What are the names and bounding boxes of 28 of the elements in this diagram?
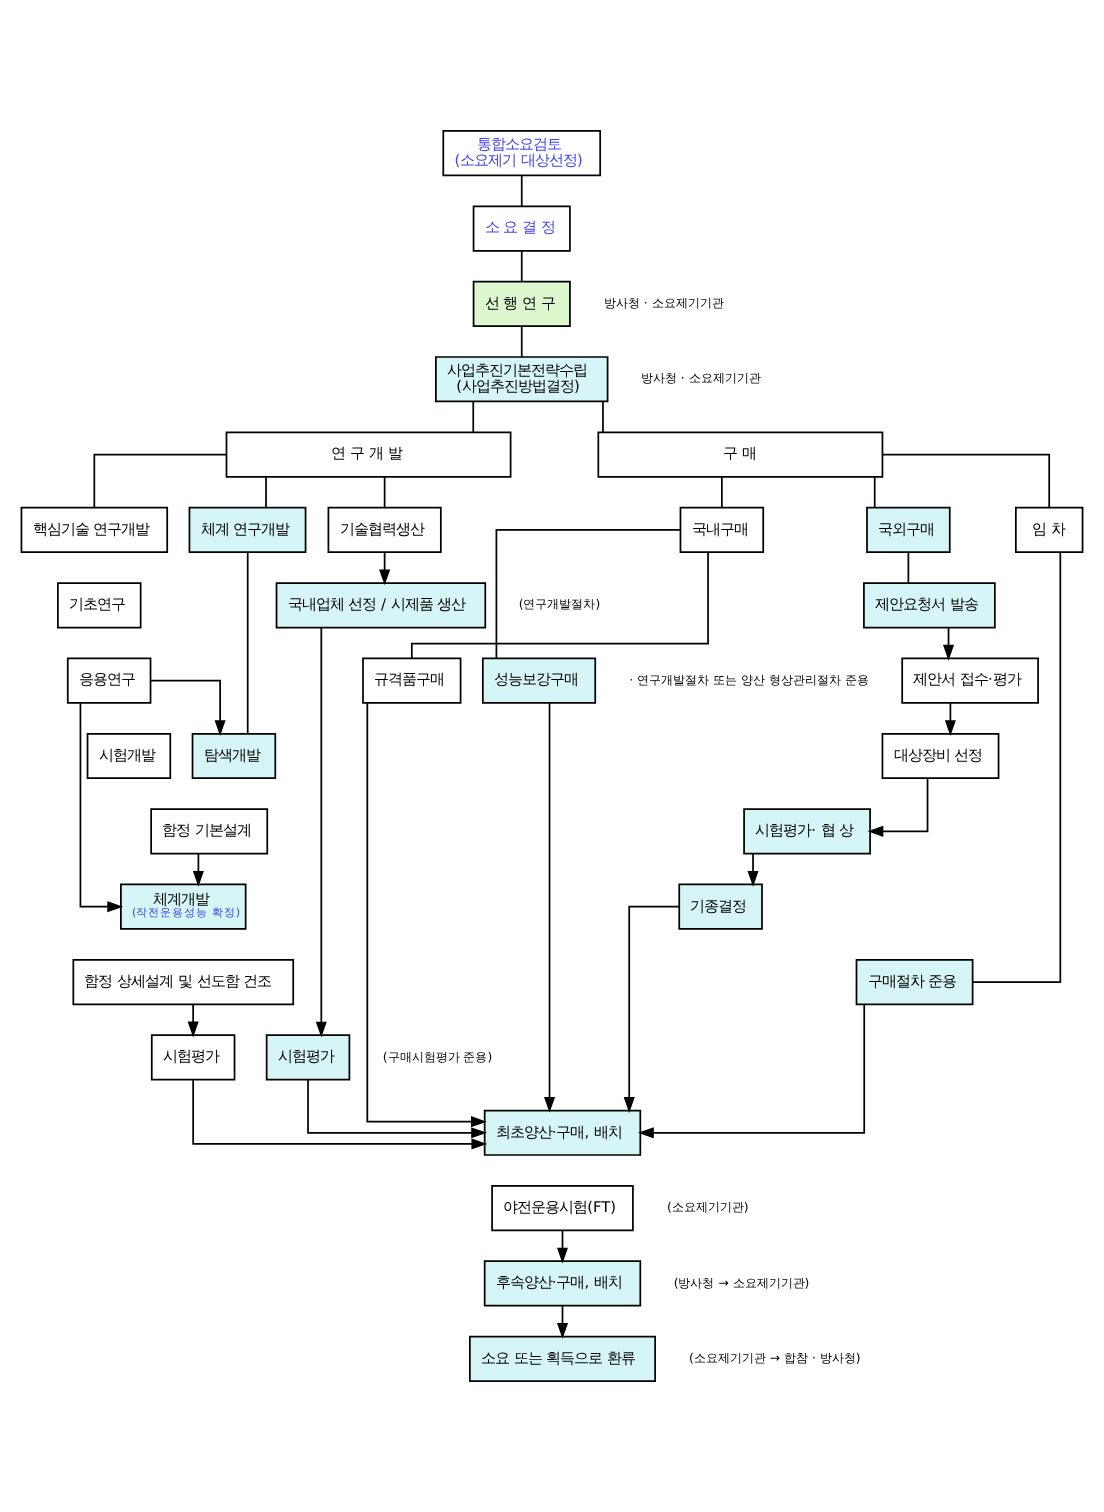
arrow	[867, 777, 929, 837]
connector	[602, 400, 604, 433]
connector	[881, 453, 1051, 509]
connector	[495, 529, 681, 660]
connector	[520, 325, 523, 358]
connector	[907, 551, 910, 584]
connector	[265, 476, 267, 509]
arrow	[192, 1078, 488, 1150]
arrow	[149, 679, 226, 736]
connector	[472, 400, 475, 433]
connector	[410, 551, 709, 660]
arrow	[79, 702, 124, 913]
arrow	[187, 1003, 199, 1038]
connector	[873, 476, 876, 509]
arrow	[747, 853, 759, 887]
arrow	[307, 1079, 488, 1139]
connector	[972, 551, 1062, 983]
connector	[246, 551, 249, 735]
connector	[520, 174, 523, 207]
connector	[383, 476, 386, 509]
connector	[520, 250, 523, 283]
arrow	[366, 702, 487, 1128]
arrow	[315, 626, 327, 1038]
connector	[93, 453, 228, 509]
arrow	[544, 702, 556, 1113]
arrow	[638, 1003, 866, 1139]
arrow	[623, 905, 681, 1113]
connector	[721, 476, 723, 509]
